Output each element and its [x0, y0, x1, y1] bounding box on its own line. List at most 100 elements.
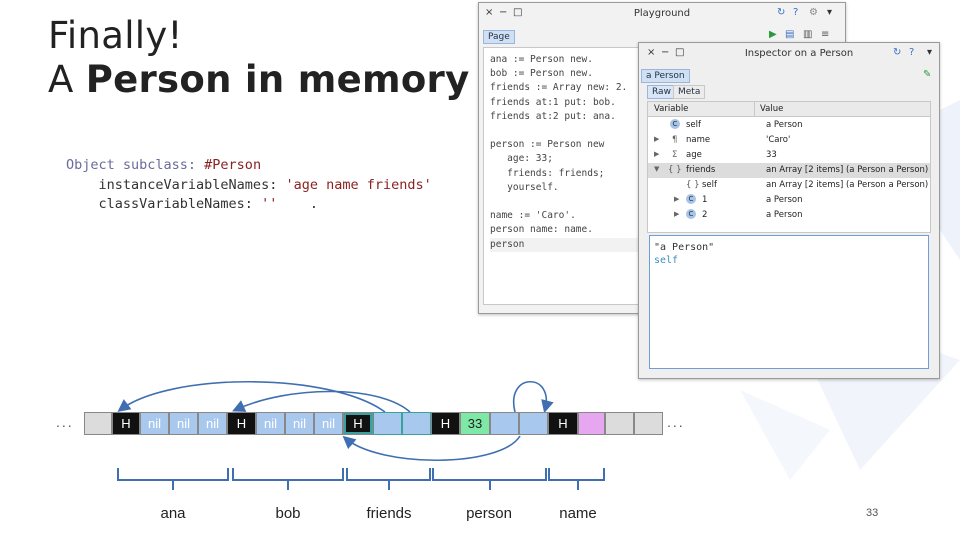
- variable-name: name: [686, 135, 711, 145]
- arrow-friends-to-ana: [117, 380, 386, 413]
- memory-nil-cell: nil: [285, 412, 314, 435]
- page-number: 33: [866, 507, 879, 519]
- memory-nil-cell: nil: [314, 412, 343, 435]
- eval-input: self: [654, 255, 679, 266]
- memory-name-cell: [578, 412, 605, 435]
- label-friends: friends: [366, 505, 412, 522]
- edit-icon[interactable]: ✎: [923, 69, 932, 80]
- paragraph-icon: ¶: [672, 135, 678, 145]
- memory-pointer-cell: [490, 412, 519, 435]
- table-header: Variable Value: [648, 102, 930, 117]
- expand-icon[interactable]: ▶: [674, 195, 680, 203]
- label-name: name: [559, 505, 597, 522]
- more-icon[interactable]: ≡: [821, 29, 830, 40]
- variable-name: friends: [686, 165, 716, 175]
- table-row[interactable]: ▶ ¶ name 'Caro': [648, 133, 930, 148]
- sigma-icon: Σ: [672, 150, 678, 160]
- tab-a-person[interactable]: a Person: [641, 69, 690, 83]
- memory-header-cell: H: [548, 412, 578, 435]
- minimize-icon[interactable]: −: [499, 7, 508, 18]
- refresh-icon[interactable]: ↻: [893, 47, 902, 58]
- expand-icon[interactable]: ▶: [654, 135, 660, 143]
- code-line: age: 33;: [490, 153, 553, 165]
- menu-icon[interactable]: ▾: [927, 47, 933, 58]
- table-row[interactable]: C self a Person: [648, 118, 930, 133]
- memory-pointer-cell: [373, 412, 402, 435]
- table-row[interactable]: ▶ Σ age 33: [648, 148, 930, 163]
- playground-title: Playground: [633, 8, 691, 19]
- memory-header-cell: H: [227, 412, 256, 435]
- eval-result: "a Person": [654, 242, 715, 253]
- code-line: friends at:1 put: bob.: [490, 96, 616, 108]
- code-line: name := 'Caro'.: [490, 210, 576, 222]
- collapse-icon[interactable]: ▼: [654, 165, 660, 173]
- title-bold: Person in memory: [85, 58, 470, 101]
- memory-cell: [634, 412, 663, 435]
- maximize-icon[interactable]: □: [675, 47, 685, 58]
- memory-nil-cell: nil: [256, 412, 285, 435]
- left-ellipsis: ...: [56, 414, 74, 430]
- code-line: friends at:2 put: ana.: [490, 110, 616, 122]
- col-value[interactable]: Value: [760, 104, 784, 114]
- run-icon[interactable]: ▶: [769, 29, 777, 40]
- memory-header-cell: H: [343, 412, 373, 435]
- column-divider: [754, 102, 755, 116]
- save-icon[interactable]: ▤: [785, 29, 795, 40]
- expand-icon[interactable]: ▶: [674, 210, 680, 218]
- memory-nil-cell: nil: [198, 412, 227, 435]
- memory-cell: [84, 412, 112, 435]
- variable-value: 'Caro': [766, 135, 791, 145]
- help-icon[interactable]: ?: [909, 47, 915, 58]
- table-row[interactable]: ▼ { } friends an Array [2 items] (a Pers…: [648, 163, 930, 178]
- memory-pointer-cell: [402, 412, 431, 435]
- help-icon[interactable]: ?: [793, 7, 799, 18]
- gear-icon[interactable]: ⚙: [809, 7, 818, 18]
- variable-value: a Person: [766, 120, 803, 130]
- tab-meta[interactable]: Meta: [673, 85, 706, 99]
- label-ana: ana: [160, 505, 186, 522]
- inspector-window[interactable]: × − □ Inspector on a Person ↻ ? ▾ a Pers…: [638, 42, 940, 379]
- close-icon[interactable]: ×: [485, 7, 494, 18]
- minimize-icon[interactable]: −: [661, 47, 670, 58]
- title-prefix: A: [48, 58, 74, 101]
- memory-header-cell: H: [431, 412, 460, 435]
- arrow-person-to-name: [512, 380, 554, 414]
- playground-titlebar[interactable]: × − □ Playground ↻ ? ⚙ ▾: [479, 3, 845, 25]
- table-row[interactable]: ▶ C 2 a Person: [648, 208, 930, 223]
- table-row[interactable]: { } self an Array [2 items] (a Person a …: [648, 178, 930, 193]
- memory-cell: [605, 412, 634, 435]
- code-line: person := Person new: [490, 139, 605, 151]
- variable-name: self: [686, 120, 702, 130]
- code-line: friends: friends;: [490, 167, 605, 179]
- code-line: friends := Array new: 2.: [490, 82, 628, 94]
- maximize-icon[interactable]: □: [513, 7, 523, 18]
- close-icon[interactable]: ×: [647, 47, 656, 58]
- class-definition-code: Object subclass: #Person instanceVariabl…: [66, 156, 432, 215]
- expand-icon[interactable]: ▶: [654, 150, 660, 158]
- variable-name: age: [686, 150, 702, 160]
- variable-value: a Person: [766, 210, 803, 220]
- memory-nil-cell: nil: [169, 412, 198, 435]
- col-variable[interactable]: Variable: [654, 104, 689, 114]
- arrow-friends-to-bob: [232, 390, 411, 413]
- memory-header-cell: H: [112, 412, 140, 435]
- collection-icon: { }: [686, 180, 700, 190]
- columns-icon[interactable]: ▥: [803, 29, 813, 40]
- class-icon: C: [686, 209, 696, 219]
- menu-icon[interactable]: ▾: [827, 7, 833, 18]
- group-brackets: [117, 468, 605, 490]
- tab-page[interactable]: Page: [483, 30, 515, 44]
- title-line-2: A Person in memory: [48, 58, 470, 102]
- code-line-2: instanceVariableNames: 'age name friends…: [66, 176, 432, 193]
- variable-value: 33: [766, 150, 777, 160]
- evaluation-pane[interactable]: "a Person" self: [649, 235, 929, 369]
- label-person: person: [466, 505, 512, 522]
- slide-title: Finally! A Person in memory: [48, 14, 470, 102]
- table-row[interactable]: ▶ C 1 a Person: [648, 193, 930, 208]
- inspector-titlebar[interactable]: × − □ Inspector on a Person ↻ ? ▾: [639, 43, 939, 65]
- refresh-icon[interactable]: ↻: [777, 7, 786, 18]
- inspector-table[interactable]: Variable Value C self a Person ▶ ¶ name …: [647, 101, 931, 233]
- code-line: bob := Person new.: [490, 68, 593, 80]
- title-line-1: Finally!: [48, 14, 183, 57]
